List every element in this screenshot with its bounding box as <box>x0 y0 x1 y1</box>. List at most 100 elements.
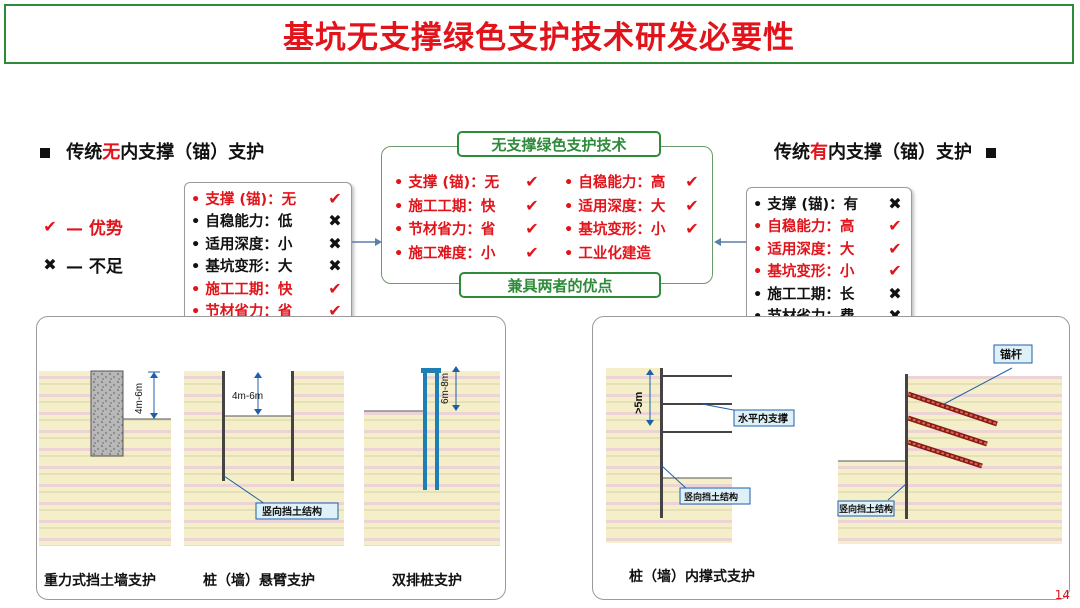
caption-gravity: 重力式挡土墙支护 <box>44 573 156 589</box>
list-item: • 施工工期：快 ✔ <box>191 277 345 300</box>
list-item-text: • 自稳能力：高 <box>753 219 855 236</box>
callout-horizontal: 水平内支撑 <box>737 412 788 425</box>
list-item-text: • 适用深度：大 <box>564 198 666 215</box>
caption-double-row: 双排桩支护 <box>392 573 462 589</box>
cross-icon: ✖ <box>43 255 57 274</box>
list-item: • 工业化建造 <box>564 241 702 265</box>
slide-title: 基坑无支撑绿色支护技术研发必要性 <box>283 19 795 56</box>
check-icon: ✔ <box>525 219 539 239</box>
cross-icon: ✖ <box>328 233 342 253</box>
cross-icon: ✖ <box>888 193 902 213</box>
caption-internal: 桩（墙）内撑式支护 <box>629 569 755 585</box>
arrow-right-icon <box>714 238 746 246</box>
list-item: • 节材省力：省 ✔ <box>394 217 542 241</box>
right-diagrams-svg: >5m 水平内支撑 竖向挡土结构 锚杆 竖向挡土结构 <box>606 344 1062 544</box>
check-icon: ✔ <box>328 278 342 298</box>
list-item-text: • 适用深度：大 <box>753 241 855 258</box>
list-item-text: • 施工工期：快 <box>394 198 496 215</box>
callout-vertical-3: 竖向挡土结构 <box>839 503 893 514</box>
cross-icon: ✖ <box>888 283 902 303</box>
check-icon: ✔ <box>43 217 57 236</box>
list-item: • 自稳能力：低 ✖ <box>191 210 345 233</box>
check-icon: ✔ <box>888 238 902 258</box>
center-column-1: • 支撑 (锚)：无 ✔ • 施工工期：快 ✔ • 节材省力：省 ✔ • 施工难度：小 ✔ <box>394 170 542 264</box>
list-item-text: • 支撑 (锚)：有 <box>753 196 859 213</box>
caption-cantilever: 桩（墙）悬臂支护 <box>203 573 315 589</box>
right-heading-post: 内支撑（锚）支护 <box>828 142 972 163</box>
check-icon: ✔ <box>685 172 699 192</box>
check-icon: ✔ <box>888 261 902 281</box>
page-number: 14 <box>1054 588 1070 602</box>
list-item: • 施工工期：快 ✔ <box>394 194 542 218</box>
list-item: • 基坑变形：小 ✔ <box>753 260 905 283</box>
center-box <box>381 146 713 284</box>
left-heading-pre: 传统 <box>66 142 103 163</box>
list-item: • 适用深度：小 ✖ <box>191 232 345 255</box>
list-item-text: • 节材省力：省 <box>394 222 496 239</box>
depth-label-1: 4m-6m <box>134 383 145 414</box>
check-icon: ✔ <box>685 219 699 239</box>
list-item-text: • 基坑变形：小 <box>564 222 666 239</box>
list-item: • 基坑变形：大 ✖ <box>191 255 345 278</box>
title-box: 基坑无支撑绿色支护技术研发必要性 <box>4 4 1074 64</box>
legend-advantage: ✔ — 优势 <box>40 214 123 239</box>
center-tag-bottom-label: 兼具两者的优点 <box>507 276 613 295</box>
legend-advantage-label: — 优势 <box>66 219 123 239</box>
center-column-2: • 自稳能力：高 ✔ • 适用深度：大 ✔ • 基坑变形：小 ✔ • 工业化建造 <box>564 170 702 264</box>
right-heading: 传统有内支撑（锚）支护 <box>774 138 997 164</box>
depth-label-2: 4m-6m <box>232 391 263 402</box>
list-item: • 自稳能力：高 ✔ <box>753 215 905 238</box>
left-heading: 传统无内支撑（锚）支护 <box>40 138 264 164</box>
list-item: • 适用深度：大 ✔ <box>753 237 905 260</box>
list-item: • 适用深度：大 ✔ <box>564 194 702 218</box>
list-item-text: • 基坑变形：大 <box>191 259 293 276</box>
list-item: • 支撑 (锚)：无✔ <box>191 187 345 210</box>
gravity-wall-diagram: 4m-6m <box>39 370 171 546</box>
list-item-text: • 基坑变形：小 <box>753 264 855 281</box>
list-item-text: • 支撑 (锚)：无 <box>394 175 500 192</box>
list-item-text: • 施工工期：长 <box>753 286 855 303</box>
list-item-text: • 自稳能力：高 <box>564 175 666 192</box>
double-row-diagram: 6m-8m <box>364 366 500 546</box>
square-bullet-icon <box>40 148 50 158</box>
check-icon: ✔ <box>888 216 902 236</box>
check-icon: ✔ <box>525 195 539 215</box>
right-heading-red: 有 <box>810 142 828 163</box>
list-item-text: • 工业化建造 <box>564 245 651 262</box>
center-tag-top: 无支撑绿色支护技术 <box>457 131 661 157</box>
check-icon: ✔ <box>525 172 539 192</box>
list-item-text: • 适用深度：小 <box>191 236 293 253</box>
square-bullet-icon <box>986 148 997 158</box>
right-heading-pre: 传统 <box>774 142 810 163</box>
center-tag-top-label: 无支撑绿色支护技术 <box>491 135 627 154</box>
arrow-left-icon <box>352 238 382 246</box>
anchor-diagram: 锚杆 竖向挡土结构 <box>837 344 1062 544</box>
legend-disadvantage-label: — 不足 <box>66 257 123 277</box>
callout-anchor: 锚杆 <box>1000 347 1022 361</box>
list-item: • 施工工期：长 ✖ <box>753 282 905 305</box>
check-icon: ✔ <box>685 195 699 215</box>
list-item: • 支撑 (锚)：有 ✖ <box>753 192 905 215</box>
depth-label-3: 6m-8m <box>440 373 451 404</box>
center-tag-bottom: 兼具两者的优点 <box>459 272 661 298</box>
check-icon: ✔ <box>525 242 539 262</box>
legend-disadvantage: ✖ — 不足 <box>40 252 123 277</box>
depth-label-4: >5m <box>633 391 645 414</box>
cross-icon: ✖ <box>328 211 342 231</box>
cantilever-diagram: 4m-6m 竖向挡土结构 <box>184 371 344 546</box>
cross-icon: ✖ <box>328 256 342 276</box>
internal-bracing-diagram: >5m 水平内支撑 竖向挡土结构 <box>606 368 795 543</box>
list-item: • 自稳能力：高 ✔ <box>564 170 702 194</box>
list-item-text: • 施工难度：小 <box>394 245 496 262</box>
check-icon: ✔ <box>328 188 342 208</box>
left-diagrams-svg: 4m-6m 4m-6m 竖向挡土结构 6m-8m <box>39 366 500 546</box>
list-item: • 施工难度：小 ✔ <box>394 241 542 265</box>
left-heading-red: 无 <box>102 142 121 163</box>
check-icon: ✔ <box>328 301 342 321</box>
list-item-text: • 施工工期：快 <box>191 281 293 298</box>
callout-vertical-1: 竖向挡土结构 <box>262 505 322 518</box>
callout-vertical-2: 竖向挡土结构 <box>684 491 738 502</box>
list-item-text: • 自稳能力：低 <box>191 214 293 231</box>
list-item: • 支撑 (锚)：无 ✔ <box>394 170 542 194</box>
list-item: • 基坑变形：小 ✔ <box>564 217 702 241</box>
